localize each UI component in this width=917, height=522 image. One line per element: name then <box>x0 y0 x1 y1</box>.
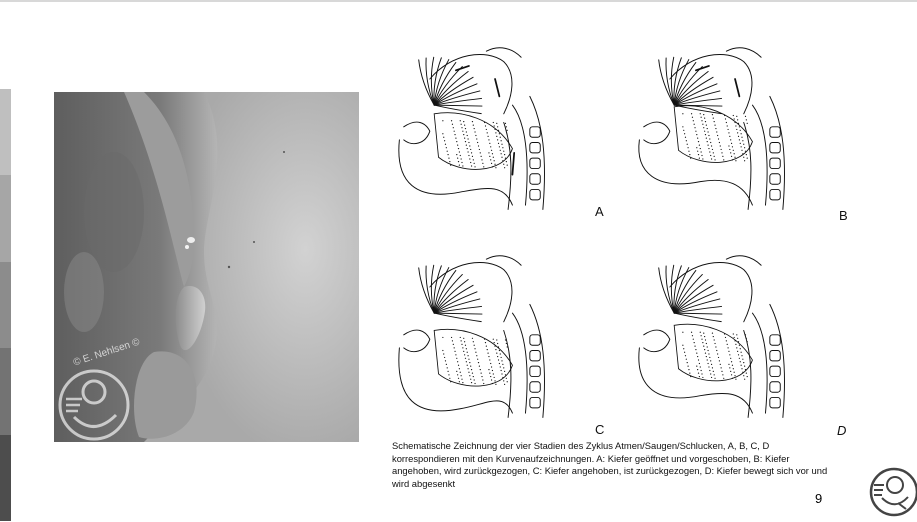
panel-b-label: B <box>839 208 848 223</box>
left-bar-segment <box>0 435 11 522</box>
left-bar-segment <box>0 175 11 262</box>
panel-a-label: A <box>595 204 604 219</box>
panel-c-drawing <box>382 242 582 432</box>
left-bar-segment <box>0 89 11 176</box>
left-bar-segment <box>0 262 11 349</box>
panel-d-drawing <box>622 242 822 432</box>
panel-b-drawing <box>622 34 822 224</box>
left-bar-segment <box>0 2 11 89</box>
baby-logo-icon <box>868 465 917 517</box>
left-accent-bar <box>0 2 11 521</box>
swallow-cycle-diagram: A B C D <box>382 34 862 439</box>
figure-caption: Schematische Zeichnung der vier Stadien … <box>392 440 832 490</box>
left-bar-segment <box>0 348 11 435</box>
panel-d-label: D <box>837 423 846 438</box>
panel-a-drawing <box>382 34 582 224</box>
page-number: 9 <box>815 491 822 506</box>
panel-c-label: C <box>595 422 604 437</box>
